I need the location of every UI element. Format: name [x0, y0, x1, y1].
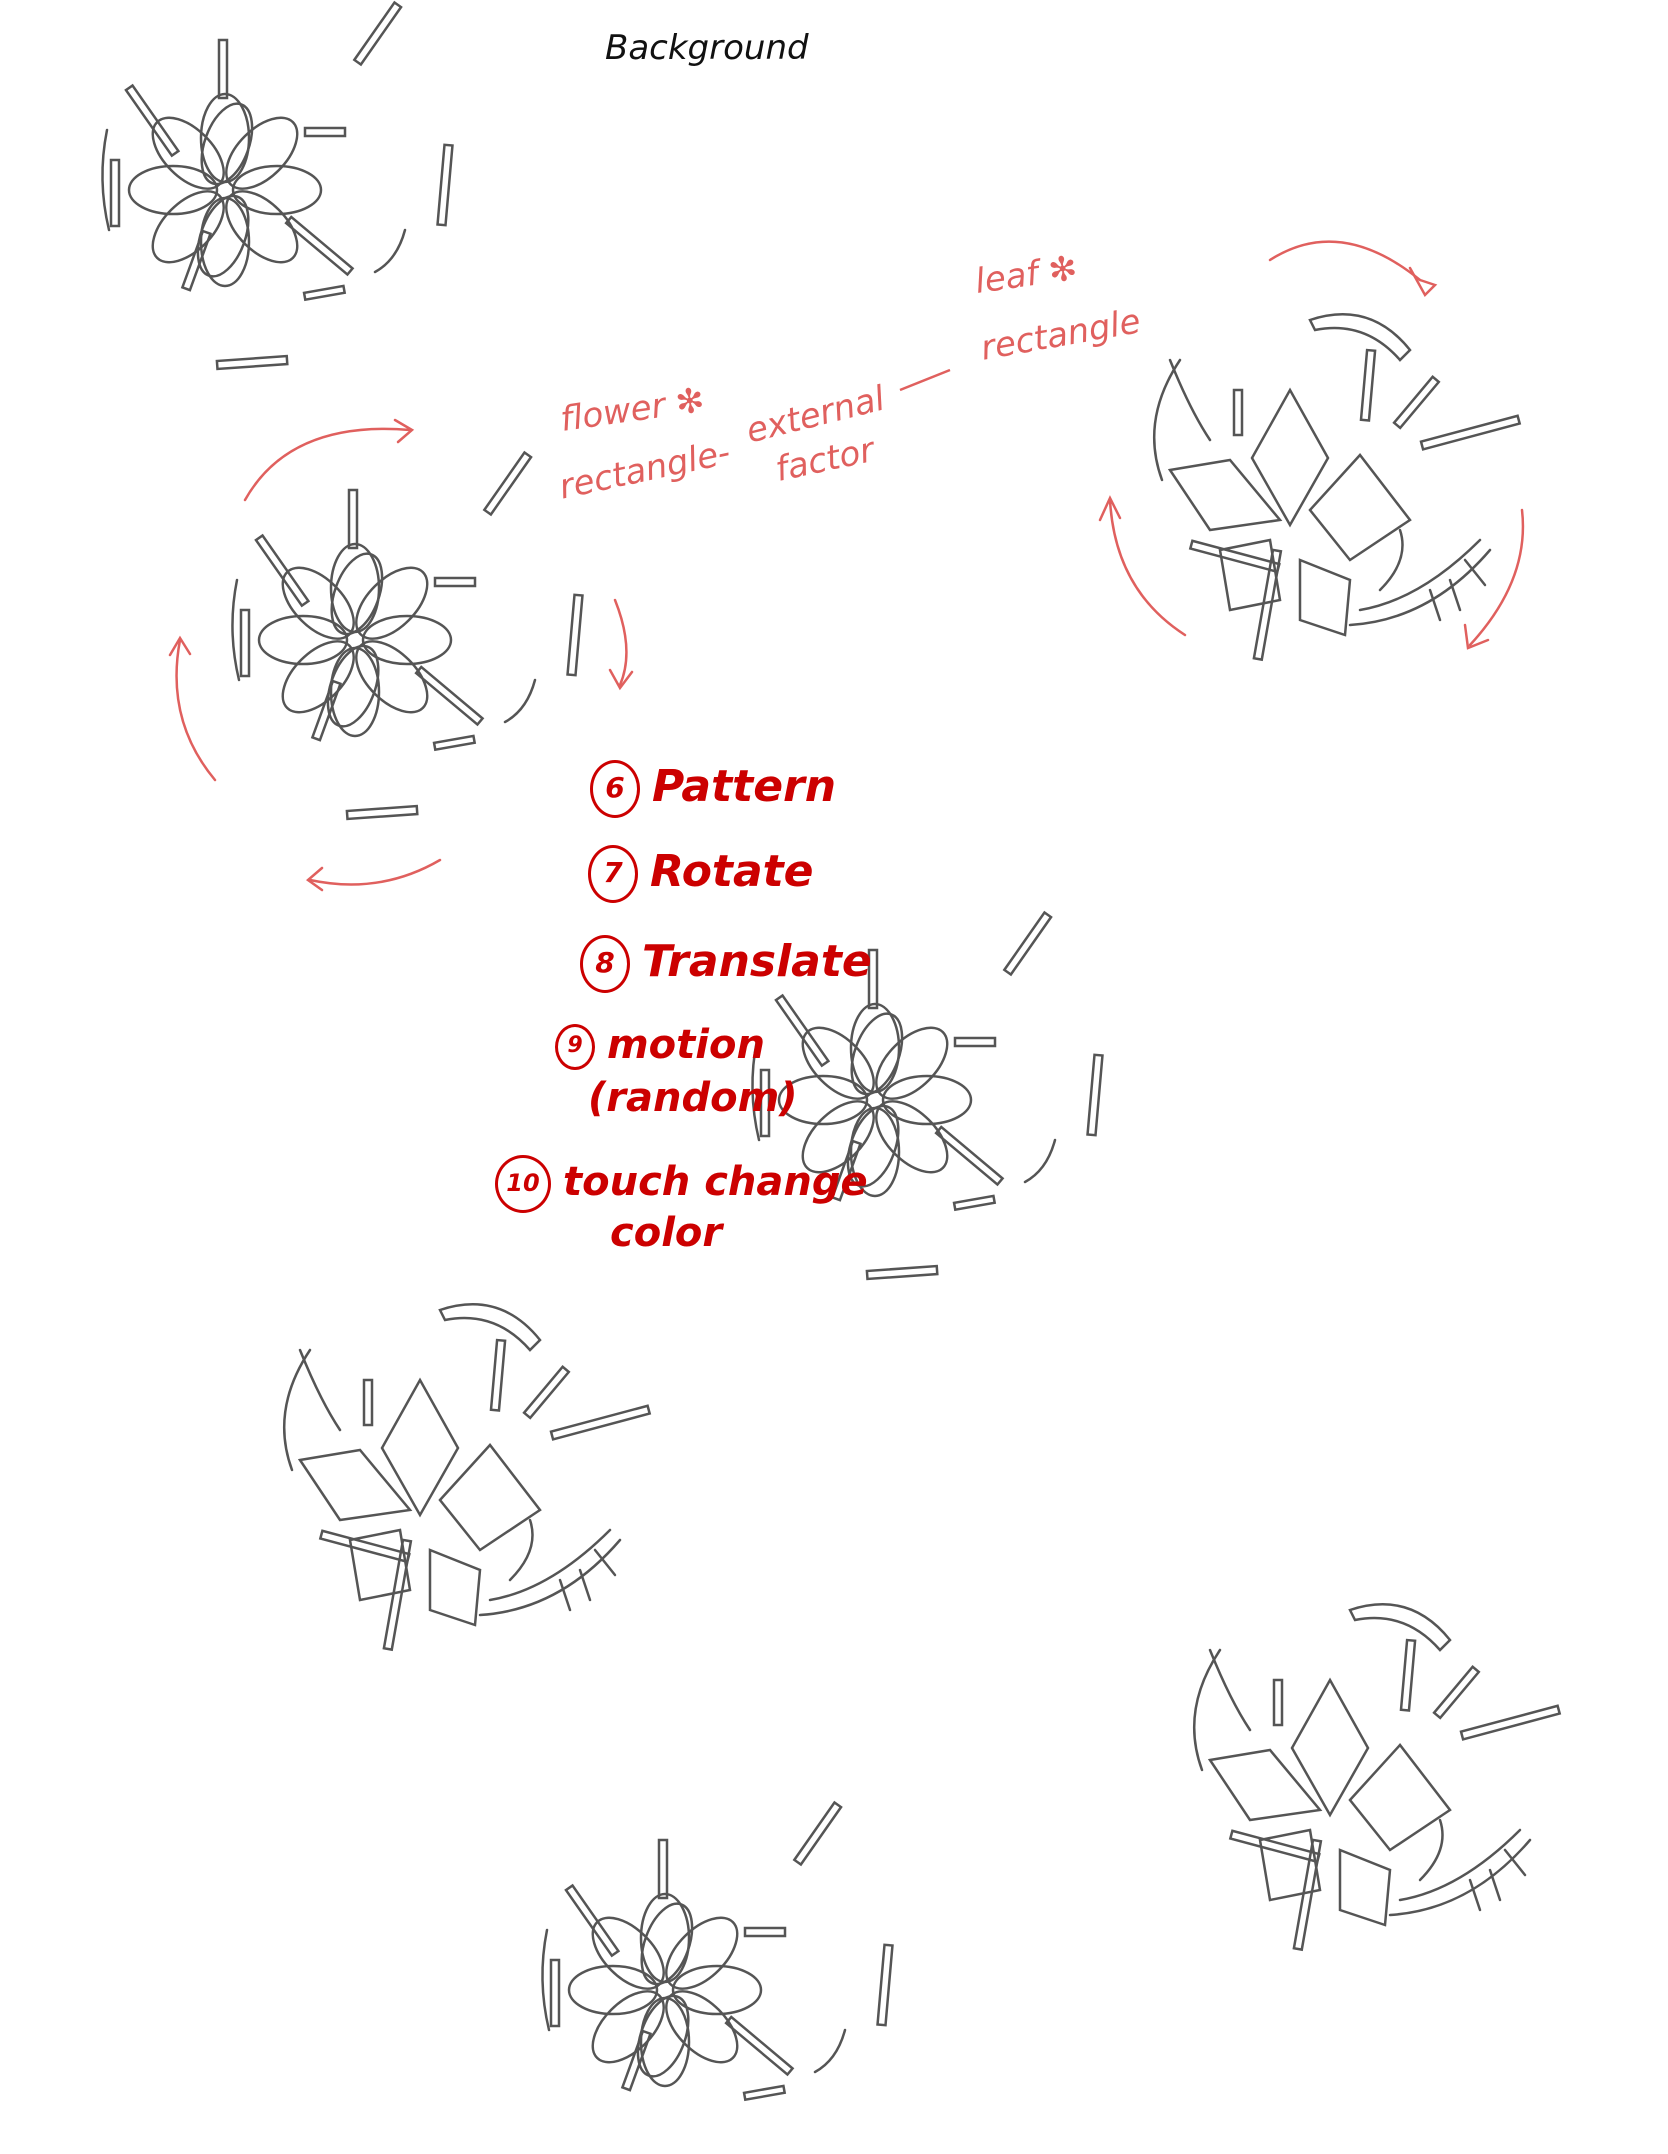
list-item-random: (random) [588, 1075, 798, 1121]
rotation-arrows-flower [168, 418, 634, 892]
rotation-arrows-leaf [1098, 240, 1525, 650]
list-label: Rotate [650, 846, 814, 897]
list-number-badge: 9 [555, 1024, 595, 1070]
flower-sketch-1 [101, 1, 454, 371]
flower-sketch-4 [541, 1801, 894, 2154]
list-item-touch-change: 10 touch change [495, 1155, 868, 1213]
list-label: Pattern [652, 761, 837, 812]
list-number-badge: 8 [580, 935, 630, 993]
list-item-color: color [610, 1210, 723, 1256]
list-label: Translate [642, 936, 872, 987]
flower-sketch-2 [231, 451, 584, 821]
list-label: motion [607, 1022, 765, 1068]
list-item-motion: 9 motion [555, 1022, 765, 1070]
list-number-badge: 6 [590, 760, 640, 818]
connector-dash [899, 368, 951, 392]
leaf-sketch-1 [1152, 313, 1521, 661]
list-label: touch change [563, 1159, 868, 1205]
page-title: Background [605, 28, 809, 68]
leaf-sketch-2 [282, 1303, 651, 1651]
list-number-badge: 10 [495, 1155, 551, 1213]
list-number-badge: 7 [588, 845, 638, 903]
leaf-sketch-3 [1192, 1603, 1561, 1951]
